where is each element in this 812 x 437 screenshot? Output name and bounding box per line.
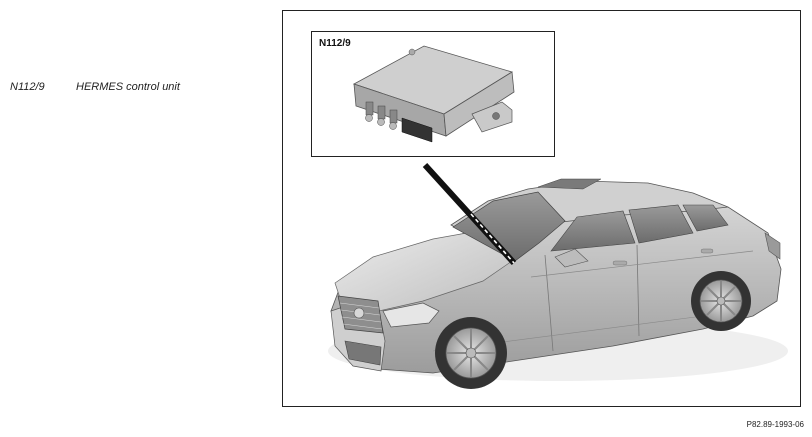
vehicle-illustration bbox=[328, 162, 788, 389]
figure-frame: N112/9 bbox=[282, 10, 801, 407]
component-description: HERMES control unit bbox=[76, 81, 180, 93]
control-unit-icon bbox=[352, 45, 515, 143]
component-code: N112/9 bbox=[10, 81, 45, 93]
figure-reference-number: P82.89-1993-06 bbox=[746, 420, 804, 429]
inset-component-label: N112/9 bbox=[319, 38, 351, 49]
detail-inset: N112/9 bbox=[311, 31, 555, 157]
